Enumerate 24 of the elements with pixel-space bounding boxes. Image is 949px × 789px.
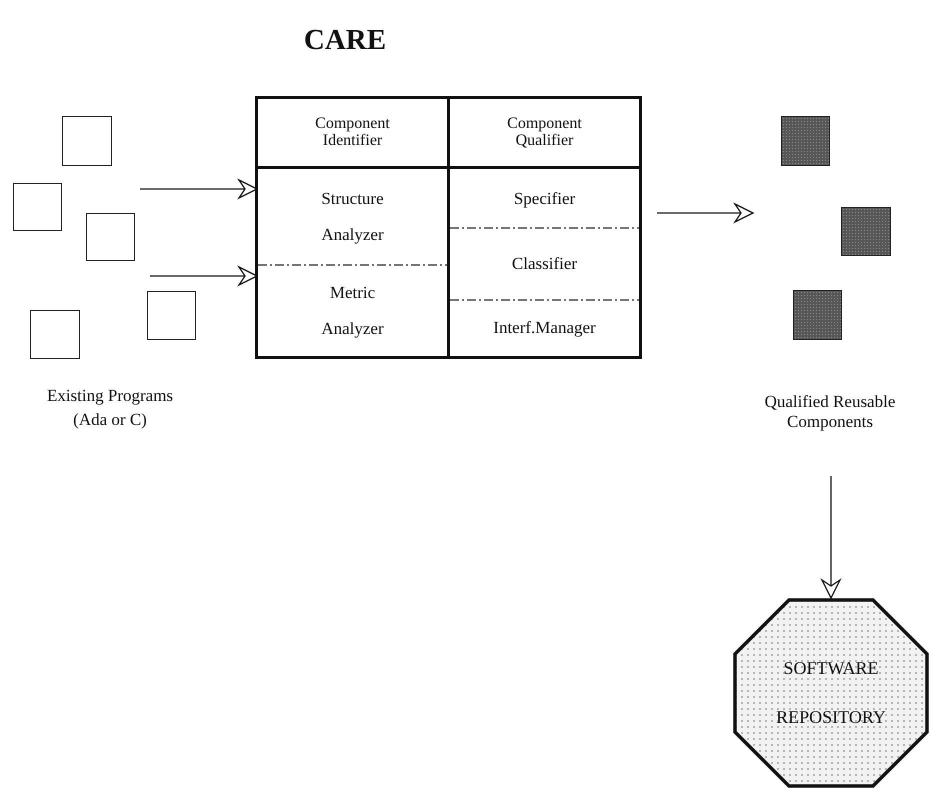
arrow: [821, 476, 841, 599]
node-text: SOFTWARE REPOSITORY: [775, 657, 887, 729]
arrow: [657, 203, 754, 223]
diagram-title: CARE: [302, 26, 388, 55]
cell-text: Interf.Manager: [493, 318, 596, 338]
program-box: [86, 213, 135, 261]
component-box: [793, 290, 842, 340]
cell-text: Component Qualifier: [506, 116, 583, 150]
component-box: [781, 116, 830, 166]
program-box: [13, 183, 62, 231]
component-box: [841, 207, 891, 256]
cell-text: Classifier: [512, 254, 578, 274]
cell-text: Specifier: [514, 188, 576, 208]
cell-text: Structure Analyzer: [320, 188, 385, 246]
cell-text: Component Identifier: [314, 116, 391, 150]
tool-table: [255, 96, 642, 359]
node-text: Qualified Reusable Components: [764, 392, 896, 432]
caption-text: Existing Programs (Ada or C): [46, 385, 174, 431]
cell-text: Metric Analyzer: [320, 282, 385, 340]
repository-octagon: [733, 598, 929, 788]
table-cell: [258, 99, 450, 169]
program-box: [30, 310, 80, 359]
program-box: [62, 116, 112, 166]
program-box: [147, 291, 196, 340]
